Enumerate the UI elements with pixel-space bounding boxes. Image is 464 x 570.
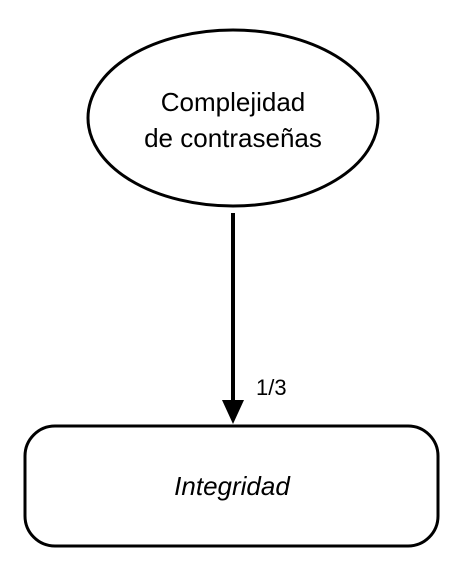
node-integrity[interactable]: Integridad bbox=[23, 424, 440, 548]
edge-label: 1/3 bbox=[256, 375, 287, 400]
node-rounded-rect-shape bbox=[23, 424, 440, 548]
node-ellipse-label-line2: de contraseñas bbox=[144, 123, 322, 153]
node-ellipse-label-line1: Complejidad bbox=[161, 87, 306, 117]
node-password-complexity[interactable]: Complejidad de contraseñas bbox=[86, 28, 380, 208]
edge-complexity-to-integrity[interactable]: 1/3 bbox=[222, 213, 287, 424]
arrowhead-icon bbox=[222, 400, 244, 424]
node-rect-label: Integridad bbox=[174, 471, 291, 501]
node-ellipse-shape bbox=[86, 28, 380, 208]
